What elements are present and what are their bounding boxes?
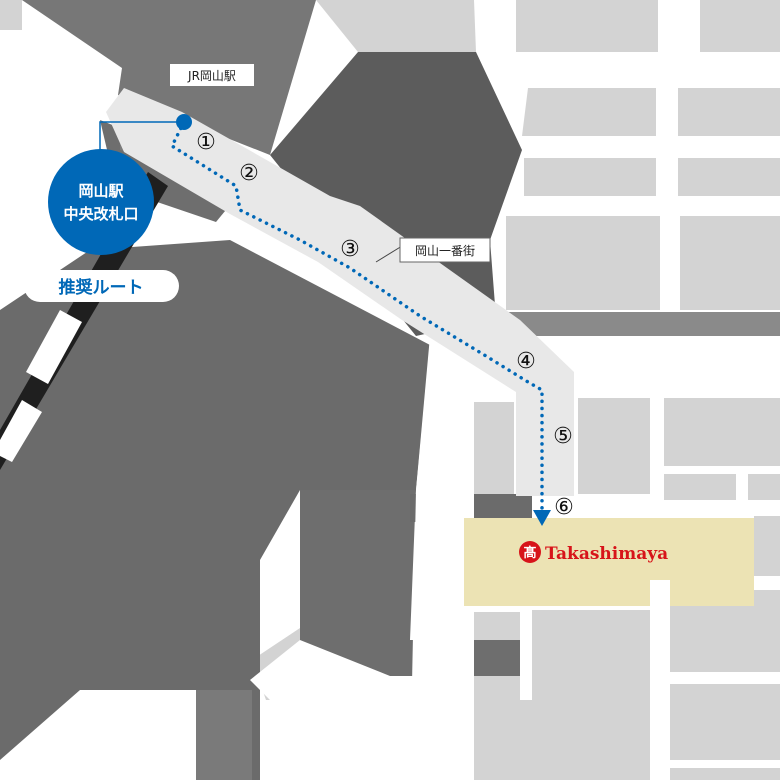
step-5: ⑤ (553, 424, 573, 449)
central-gate-circle (48, 149, 154, 255)
mall-label-box (399, 237, 491, 263)
gate-leader-line (99, 121, 176, 156)
mall-label: 岡山一番街 (415, 244, 475, 258)
step-6: ⑥ (554, 495, 574, 520)
arrow-down-icon (533, 510, 551, 526)
recommended-route-line (169, 120, 544, 514)
route-label: 推奨ルート (59, 277, 144, 298)
step-4: ④ (516, 349, 536, 374)
takashimaya-logo-icon: 髙 (519, 541, 541, 563)
mall-leader-line (375, 245, 403, 263)
step-markers: ① ② ③ ④ ⑤ ⑥ (196, 130, 574, 520)
route-label-pill (24, 270, 179, 302)
start-point-dot (176, 114, 192, 130)
takashimaya-store-annex (650, 518, 754, 580)
road-band (500, 312, 780, 336)
jr-station-label-box (170, 64, 254, 86)
takashimaya-mark: 髙 (523, 545, 536, 561)
takashimaya-label: Takashimaya (545, 544, 668, 564)
store-gap (650, 580, 670, 610)
jr-station-label: JR岡山駅 (187, 69, 236, 83)
station-buildings (0, 0, 532, 780)
step-2: ② (239, 161, 259, 186)
gate-label-line1: 岡山駅 (78, 182, 124, 200)
step-1: ① (196, 130, 216, 155)
gate-label-line2: 中央改札口 (63, 205, 138, 223)
step-3: ③ (340, 237, 360, 262)
underground-corridor (106, 88, 574, 496)
